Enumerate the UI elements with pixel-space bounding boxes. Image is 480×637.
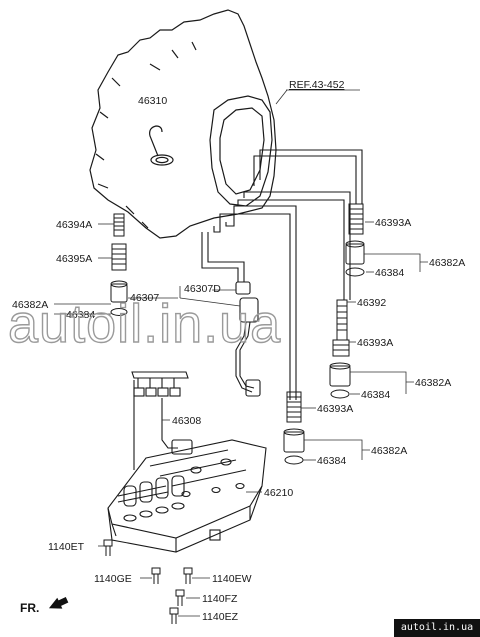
passage-tubes <box>201 149 363 400</box>
site-badge[interactable]: autoil.in.ua <box>394 619 480 637</box>
bolt-1140GE <box>151 567 161 584</box>
label-1140ET: 1140ET <box>48 541 85 553</box>
oring-46384-left <box>110 308 128 316</box>
label-1140EZ: 1140EZ <box>202 611 239 623</box>
plug-46382A-top <box>345 240 365 265</box>
leader-lines <box>54 89 428 617</box>
bolt-1140FZ <box>175 589 185 606</box>
spring-46393A-top <box>348 203 364 235</box>
spring-46394A <box>113 213 125 237</box>
label-46307: 46307 <box>130 292 159 304</box>
transmission-case <box>89 9 277 239</box>
spring-46393A-low <box>286 391 302 423</box>
label-46393A-low: 46393A <box>317 403 353 415</box>
label-46393A-mid: 46393A <box>357 337 393 349</box>
plug-46382A-mid <box>329 362 351 387</box>
label-1140FZ: 1140FZ <box>202 593 238 605</box>
label-1140GE: 1140GE <box>94 573 132 585</box>
label-46393A-top: 46393A <box>375 217 411 229</box>
valve-46392 <box>336 299 348 341</box>
front-direction-label: FR. <box>20 601 40 615</box>
plug-46382A-low <box>283 428 305 453</box>
label-46384-top: 46384 <box>375 267 404 279</box>
oring-46384-mid <box>330 389 350 399</box>
label-46382A-left: 46382A <box>12 299 48 311</box>
plug-46382A-left <box>110 280 128 303</box>
label-46394A: 46394A <box>56 219 92 231</box>
bolt-1140ET <box>103 539 113 556</box>
label-46395A: 46395A <box>56 253 92 265</box>
label-46382A-low: 46382A <box>371 445 407 457</box>
wire-harness-46308 <box>131 371 193 470</box>
label-46392: 46392 <box>357 297 386 309</box>
bolt-1140EZ <box>169 607 179 624</box>
label-46384-mid: 46384 <box>361 389 390 401</box>
oring-46384-top <box>345 267 365 277</box>
label-46210: 46210 <box>264 487 293 499</box>
spring-46393A-mid <box>332 339 350 357</box>
label-46382A-mid: 46382A <box>415 377 451 389</box>
label-46384-left: 46384 <box>66 309 95 321</box>
label-46310: 46310 <box>138 95 167 107</box>
label-46308: 46308 <box>172 415 201 427</box>
bolt-1140EW <box>183 567 193 584</box>
sensor-harness-46307 <box>235 281 261 397</box>
label-46384-low: 46384 <box>317 455 346 467</box>
label-46382A-top: 46382A <box>429 257 465 269</box>
label-ref: REF.43-452 <box>289 79 345 91</box>
valve-body-46210 <box>107 439 267 553</box>
label-1140EW: 1140EW <box>212 573 252 585</box>
oring-46384-low <box>284 455 304 465</box>
front-arrow-icon <box>48 597 69 609</box>
label-46307D: 46307D <box>184 283 221 295</box>
watermark-text: autoil.in.ua <box>8 294 281 354</box>
spring-46395A <box>111 243 127 271</box>
